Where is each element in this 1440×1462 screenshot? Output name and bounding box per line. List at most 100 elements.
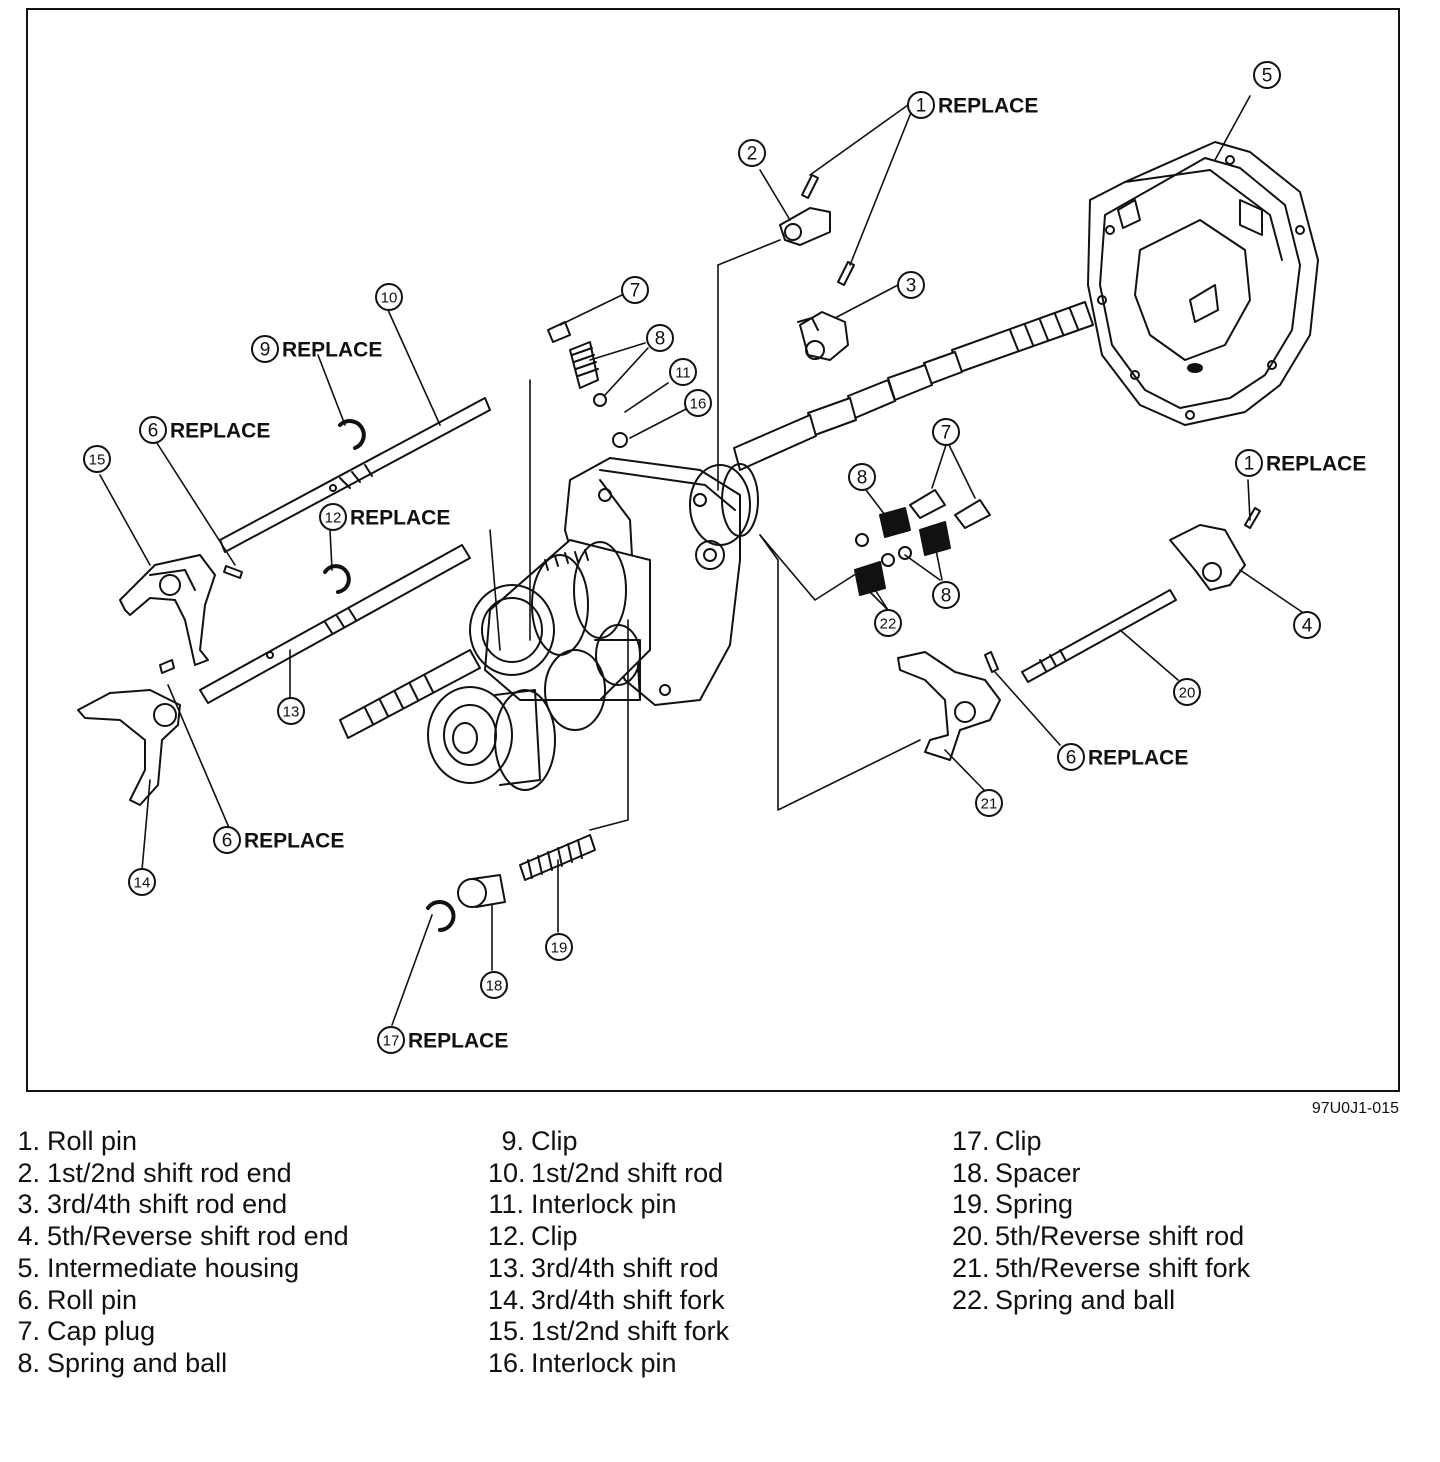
callout-8b-circle <box>848 463 876 491</box>
callout-18-circle <box>480 971 508 999</box>
legend-item: 22.Spring and ball <box>952 1284 1176 1315</box>
shift-fork-5th-reverse <box>897 651 1001 761</box>
intermediate-housing <box>1087 141 1319 426</box>
callout-8c-circle <box>932 581 960 609</box>
callout-1b-num: 1 <box>1244 454 1255 475</box>
callout-19-circle <box>545 933 573 961</box>
callout-7a-num: 7 <box>630 281 641 302</box>
callout-7b-circle <box>932 418 960 446</box>
legend-item: 11.Interlock pin <box>488 1189 677 1220</box>
callout-9-num: 9 <box>260 340 271 361</box>
shift-rod-3rd-4th <box>199 544 471 704</box>
callout-9-replace: REPLACE <box>282 339 382 362</box>
legend-item: 17.Clip <box>952 1126 1042 1156</box>
callout-8b-num: 8 <box>857 468 868 489</box>
callout-10-num: 10 <box>381 290 398 307</box>
callout-4-circle <box>1293 611 1321 639</box>
legend-item: 21.5th/Reverse shift fork <box>952 1252 1251 1283</box>
legend-item: 2.1st/2nd shift rod end <box>17 1157 292 1188</box>
callout-6a-num: 6 <box>148 421 159 442</box>
replace-labels: REPLACE REPLACE REPLACE REPLACE REPLACE … <box>170 95 1366 1053</box>
callout-17-circle <box>377 1026 405 1054</box>
leader-lines <box>99 95 1303 1026</box>
legend-item: 12.Clip <box>488 1221 578 1252</box>
callout-12-num: 12 <box>325 510 342 527</box>
callout-21-circle <box>975 789 1003 817</box>
legend-item: 7.Cap plug <box>17 1316 156 1347</box>
legend-item: 6.Roll pin <box>17 1284 138 1315</box>
callout-6c-circle <box>1057 743 1085 771</box>
legend-item: 3.3rd/4th shift rod end <box>17 1189 288 1220</box>
callout-10-circle <box>375 283 403 311</box>
callout-21-num: 21 <box>981 796 998 813</box>
callout-13-circle <box>277 697 305 725</box>
gear-cluster <box>339 457 759 791</box>
callout-22-num: 22 <box>880 616 897 633</box>
callout-7a-circle <box>621 276 649 304</box>
callout-labels: 1 1 2 3 4 5 6 6 6 7 7 8 8 8 9 10 11 12 1… <box>89 66 1313 1050</box>
legend-column-2: 9.Clip 10.1st/2nd shift rod 11.Interlock… <box>488 1126 729 1380</box>
callout-6b-circle <box>213 826 241 854</box>
callout-17-replace: REPLACE <box>408 1030 508 1053</box>
callout-1b-replace: REPLACE <box>1266 453 1366 476</box>
callout-6b-num: 6 <box>222 831 233 852</box>
legend-column-1: 1.Roll pin 2.1st/2nd shift rod end 3.3rd… <box>4 1126 349 1380</box>
callout-16-circle <box>684 389 712 417</box>
callout-15-circle <box>83 445 111 473</box>
callout-12-replace: REPLACE <box>350 507 450 530</box>
figure-frame <box>26 8 1400 1092</box>
callout-1a-circle <box>907 91 935 119</box>
callout-1b-circle <box>1235 449 1263 477</box>
callout-11-num: 11 <box>675 365 691 382</box>
callout-15-num: 15 <box>89 452 106 469</box>
callout-11-circle <box>669 358 697 386</box>
callout-17-num: 17 <box>383 1033 400 1050</box>
callout-2-circle <box>738 139 766 167</box>
legend-item: 18.Spacer <box>952 1157 1081 1188</box>
callout-14-circle <box>128 868 156 896</box>
legend-column-3: 17.Clip 18.Spacer 19.Spring 20.5th/Rever… <box>952 1126 1250 1316</box>
legend-item: 5.Intermediate housing <box>17 1252 300 1283</box>
legend-item: 10.1st/2nd shift rod <box>488 1157 724 1188</box>
callout-5-num: 5 <box>1262 66 1273 87</box>
callout-8c-num: 8 <box>941 586 952 607</box>
callout-12-circle <box>319 503 347 531</box>
roll-pin <box>159 174 1261 674</box>
callout-20-circle <box>1173 678 1201 706</box>
callout-5-circle <box>1253 61 1281 89</box>
legend-item: 13.3rd/4th shift rod <box>488 1252 719 1283</box>
callout-6a-replace: REPLACE <box>170 420 270 443</box>
callout-2-num: 2 <box>747 144 758 165</box>
callout-16-num: 16 <box>690 396 707 413</box>
legend-item: 15.1st/2nd shift fork <box>488 1316 730 1347</box>
callout-1a-replace: REPLACE <box>938 95 1038 118</box>
callout-3-num: 3 <box>906 276 917 297</box>
legend-item: 4.5th/Reverse shift rod end <box>17 1221 349 1252</box>
figure-id: 97U0J1-015 <box>1312 1100 1399 1117</box>
shift-rod-end-1st-2nd <box>779 207 831 246</box>
legend-item: 8.Spring and ball <box>17 1347 228 1378</box>
callout-6c-num: 6 <box>1066 748 1077 769</box>
legend-item: 16.Interlock pin <box>488 1347 677 1378</box>
callout-14-num: 14 <box>134 875 151 892</box>
callout-18-num: 18 <box>486 978 503 995</box>
legend-item: 20.5th/Reverse shift rod <box>952 1221 1245 1252</box>
callout-13-num: 13 <box>283 704 300 721</box>
shift-fork-3rd-4th <box>77 689 181 806</box>
callout-22-circle <box>874 609 902 637</box>
legend-item: 9.Clip <box>501 1126 578 1156</box>
clips-spacer-spring <box>323 419 596 932</box>
callout-9-circle <box>251 335 279 363</box>
callout-19-num: 19 <box>551 940 568 957</box>
callout-8a-circle <box>646 324 674 352</box>
main-shaft <box>733 301 1094 471</box>
callout-8a-num: 8 <box>655 329 666 350</box>
callout-3-circle <box>897 271 925 299</box>
callout-7b-num: 7 <box>941 423 952 444</box>
callout-1a-num: 1 <box>916 96 927 117</box>
legend-item: 1.Roll pin <box>17 1126 138 1156</box>
shift-rod-end-5th-reverse <box>1169 524 1246 591</box>
callout-4-num: 4 <box>1302 616 1313 637</box>
shift-rod-5th-reverse <box>1021 589 1177 683</box>
